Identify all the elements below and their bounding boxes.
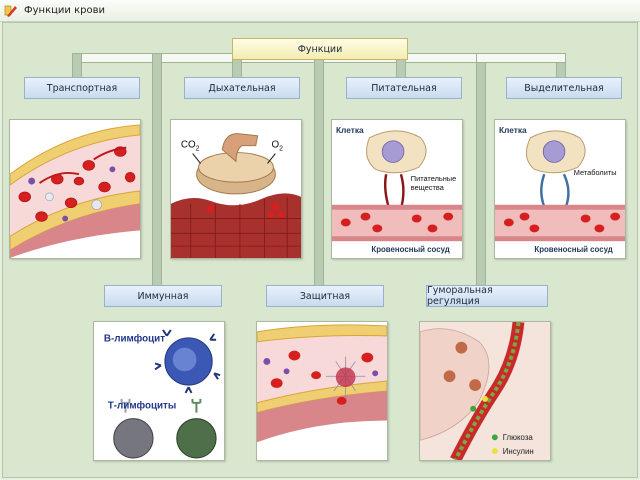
metabolites-text: Метаболиты bbox=[574, 168, 617, 177]
label-humoral[interactable]: Гуморальная регуляция bbox=[426, 285, 548, 307]
card-immune[interactable]: B-лимфоцит Т-лимфоциты bbox=[93, 321, 225, 461]
label-excretory[interactable]: Выделительная bbox=[506, 77, 622, 99]
card-nutritive[interactable]: Клетка Питательные вещества Кровеносный … bbox=[331, 119, 463, 259]
vessel-text: Кровеносный сосуд bbox=[534, 245, 612, 254]
respiratory-illustration: CO2 O2 bbox=[171, 120, 301, 258]
b-cell-text: B-лимфоцит bbox=[104, 334, 165, 345]
co2-text: CO2 bbox=[181, 140, 200, 153]
root-label: Функции bbox=[232, 38, 408, 60]
protective-illustration bbox=[257, 322, 387, 460]
window-title: Функции крови bbox=[24, 5, 105, 16]
insulin-legend-dot bbox=[491, 448, 498, 455]
label-nutritive[interactable]: Питательная bbox=[346, 77, 462, 99]
connector-stem-humoral bbox=[476, 53, 486, 307]
connector-stem-protective bbox=[314, 53, 324, 307]
label-respiratory[interactable]: Дыхательная bbox=[184, 77, 300, 99]
card-respiratory[interactable]: CO2 O2 bbox=[170, 119, 302, 259]
t-cell-text: Т-лимфоциты bbox=[108, 401, 176, 412]
excretory-illustration: Клетка Метаболиты Кровеносный сосуд bbox=[495, 120, 625, 258]
cell-text: Клетка bbox=[499, 125, 527, 135]
title-bar: Функции крови bbox=[0, 0, 640, 22]
insulin-text: Инсулин bbox=[503, 447, 534, 456]
label-transport[interactable]: Транспортная bbox=[24, 77, 140, 99]
vessel-text: Кровеносный сосуд bbox=[371, 245, 449, 254]
transport-illustration bbox=[10, 120, 140, 258]
o2-text: O2 bbox=[271, 140, 283, 153]
app-icon bbox=[4, 5, 17, 17]
label-protective[interactable]: Защитная bbox=[266, 285, 384, 307]
immune-illustration: B-лимфоцит Т-лимфоциты bbox=[94, 322, 224, 460]
connector-stem-immune bbox=[152, 53, 162, 307]
glucose-text: Глюкоза bbox=[503, 433, 534, 442]
card-humoral[interactable]: Глюкоза Инсулин bbox=[419, 321, 551, 461]
card-transport[interactable] bbox=[9, 119, 141, 259]
connector-right-horizontal bbox=[476, 53, 566, 63]
card-excretory[interactable]: Клетка Метаболиты Кровеносный сосуд bbox=[494, 119, 626, 259]
humoral-illustration: Глюкоза Инсулин bbox=[420, 322, 550, 460]
nutritive-illustration: Клетка Питательные вещества Кровеносный … bbox=[332, 120, 462, 258]
card-protective[interactable] bbox=[256, 321, 388, 461]
label-immune[interactable]: Иммунная bbox=[104, 285, 222, 307]
nutrients-line2: вещества bbox=[411, 183, 445, 192]
nutrients-line1: Питательные bbox=[411, 174, 456, 183]
glucose-legend-dot bbox=[491, 434, 498, 441]
cell-text: Клетка bbox=[336, 125, 364, 135]
